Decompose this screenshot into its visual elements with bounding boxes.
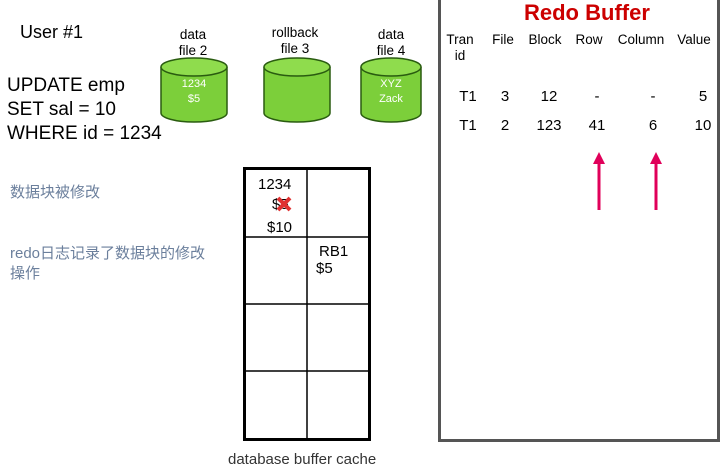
buffer-cache-grid: 1234 $5 $10 RB1 $5 <box>243 167 371 441</box>
redo-cell: - <box>650 88 656 105</box>
note-redo-records: redo日志记录了数据块的修改操作 <box>10 245 206 282</box>
redo-cell: 2 <box>500 117 510 134</box>
col-header-block: Block <box>528 32 562 47</box>
datafile-4-cylinder: XYZ Zack <box>359 57 423 123</box>
rollback-block-value: $5 <box>316 260 333 277</box>
datafile-2-content-id: 1234 <box>181 78 207 90</box>
sql-line-set: SET sal = 10 <box>7 99 116 120</box>
sql-line-update: UPDATE emp <box>7 75 125 96</box>
datafile-4-label: data file 4 <box>376 27 406 58</box>
redo-cell: 12 <box>540 88 558 105</box>
datafile-4-content-name: XYZ <box>380 78 402 90</box>
redo-cell: - <box>594 88 600 105</box>
redo-buffer-panel <box>438 0 720 442</box>
database-cylinder-icon <box>160 57 228 123</box>
buffer-block-new-value: $10 <box>267 219 293 236</box>
sql-statement: UPDATE emp SET sal = 10 WHERE id = 1234 <box>7 74 162 146</box>
redo-cell: T1 <box>459 117 477 134</box>
col-header-row: Row <box>575 32 603 47</box>
redo-cell: T1 <box>459 88 477 105</box>
col-header-file: File <box>492 32 514 47</box>
buffer-block-id: 1234 <box>258 176 292 193</box>
rollback-file-3-cylinder <box>262 57 332 123</box>
col-header-value: Value <box>677 32 711 47</box>
rollback-block-id: RB1 <box>319 243 349 260</box>
cross-mark-icon <box>276 196 292 212</box>
col-header-column: Column <box>617 32 665 47</box>
datafile-4-content-value: Zack <box>379 93 403 105</box>
redo-cell: 5 <box>698 88 708 105</box>
user-label: User #1 <box>20 22 84 42</box>
datafile-2-content-value: $5 <box>187 93 201 105</box>
buffer-cache-lines <box>246 170 368 438</box>
up-arrow-icon <box>593 152 605 210</box>
rollback-file-3-label: rollback file 3 <box>271 25 319 56</box>
database-cylinder-icon <box>360 57 422 123</box>
buffer-block-old-value: $5 <box>272 196 289 213</box>
buffer-cache-label: database buffer cache <box>228 451 377 468</box>
datafile-2-cylinder: 1234 $5 <box>159 57 229 123</box>
redo-cell: 123 <box>536 117 562 134</box>
datafile-2-label: data file 2 <box>178 27 208 58</box>
col-header-tran-id: Tran id <box>446 32 474 63</box>
sql-line-where: WHERE id = 1234 <box>7 123 162 144</box>
note-block-modified: 数据块被修改 <box>10 184 101 201</box>
database-cylinder-icon <box>263 57 331 123</box>
redo-buffer-title: Redo Buffer <box>524 0 650 25</box>
redo-cell: 6 <box>648 117 658 134</box>
redo-cell: 41 <box>588 117 606 134</box>
redo-cell: 3 <box>500 88 510 105</box>
up-arrow-icon <box>650 152 662 210</box>
redo-cell: 10 <box>694 117 712 134</box>
